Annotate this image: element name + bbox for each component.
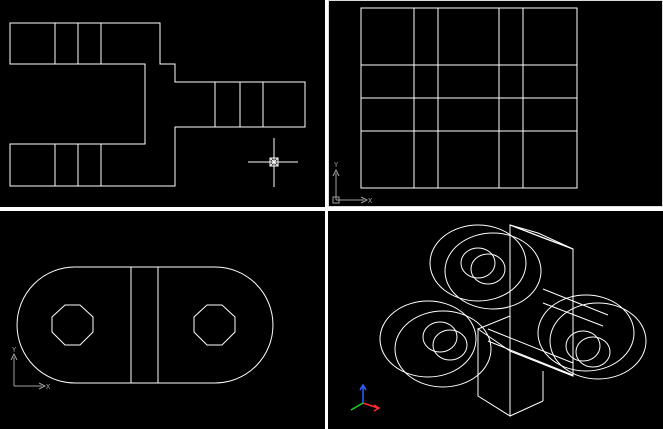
right-hole-octagon: [193, 304, 236, 346]
left-hole-octagon: [51, 304, 94, 346]
viewport-front-view[interactable]: [0, 0, 325, 207]
crosshair-cursor-icon: [248, 138, 298, 187]
left-hole: [422, 321, 458, 353]
ucs-x-label: X: [368, 197, 373, 205]
back-hole: [460, 247, 496, 279]
ucs-3d-color-icon: [350, 383, 381, 412]
right-hole: [565, 330, 601, 362]
ucs-2d-icon: Y X: [332, 161, 373, 205]
ucs-x-label: X: [46, 383, 51, 391]
viewport-isometric-view[interactable]: [328, 211, 663, 429]
ucs-2d-icon: Y X: [10, 346, 51, 391]
ucs-y-label: Y: [12, 346, 17, 354]
ucs-y-label: Y: [334, 161, 339, 169]
front-view-drawing: [9, 22, 306, 187]
side-view-drawing: Y X: [10, 266, 274, 391]
top-view-drawing: Y X: [332, 7, 578, 205]
isometric-drawing: [350, 224, 647, 417]
viewport-side-view[interactable]: Y X: [0, 211, 325, 429]
viewport-top-view[interactable]: Y X: [328, 0, 663, 207]
side-view-slot-outline: [16, 266, 274, 384]
